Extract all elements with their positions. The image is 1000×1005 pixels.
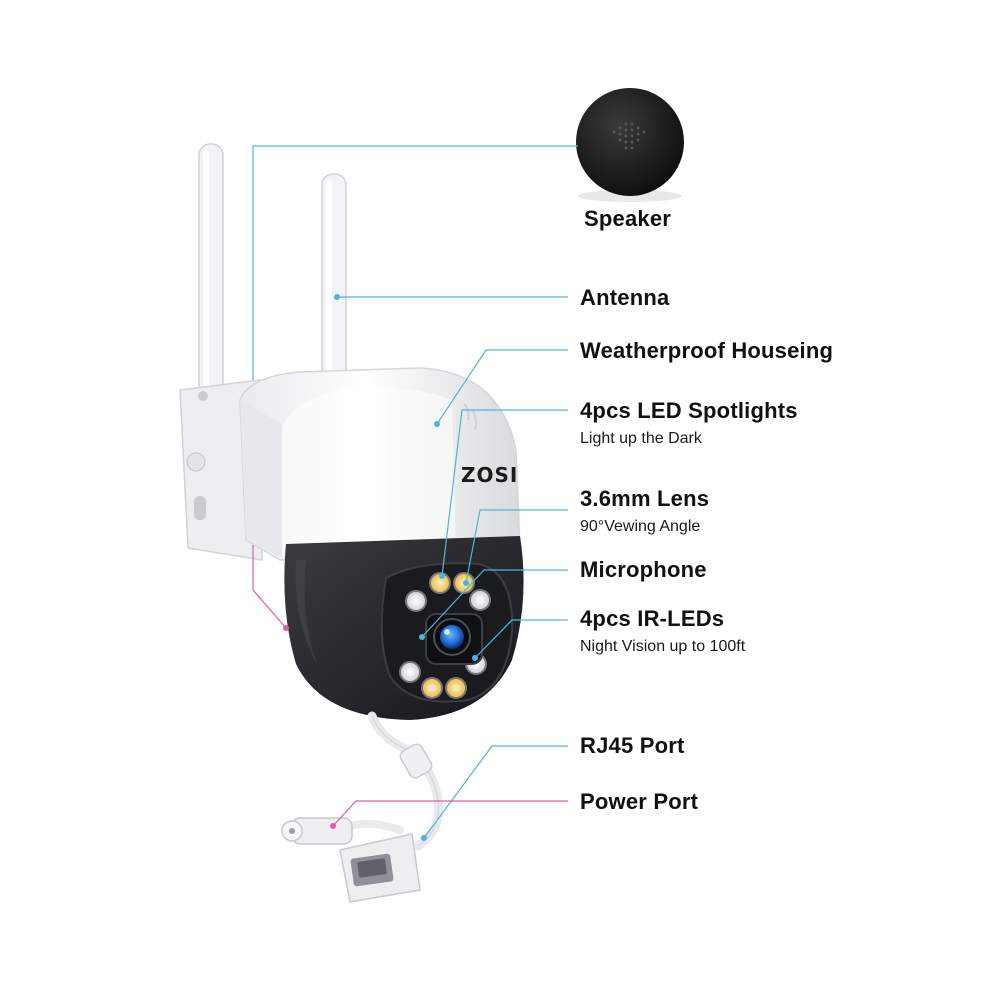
line-spotlights [441, 409, 568, 577]
antenna-left [198, 143, 224, 461]
line-mount [252, 545, 287, 629]
led-spotlight-1 [429, 572, 451, 594]
led-spotlight-4 [445, 677, 467, 699]
led-spotlight-3 [421, 677, 443, 699]
antenna-right [321, 173, 347, 399]
power-port-connector [281, 817, 353, 845]
rj45-port-connector [339, 833, 421, 903]
callout-dots [334, 294, 478, 841]
label-power: Power Port [580, 789, 698, 815]
lens [419, 613, 483, 665]
label-speaker-title: Speaker [584, 206, 672, 231]
cable-assembly [346, 711, 444, 851]
speaker-image [576, 88, 684, 202]
label-antenna-title: Antenna [580, 285, 670, 310]
label-irleds: 4pcs IR-LEDs Night Vision up to 100ft [580, 606, 745, 656]
ir-led-3 [399, 661, 421, 683]
label-spotlights: 4pcs LED Spotlights Light up the Dark [580, 398, 798, 448]
label-irleds-title: 4pcs IR-LEDs [580, 606, 725, 631]
label-rj45-title: RJ45 Port [580, 733, 685, 758]
label-irleds-subtitle: Night Vision up to 100ft [580, 638, 746, 655]
speaker-grille-icon [612, 122, 646, 150]
label-power-title: Power Port [580, 789, 699, 814]
camera-ball [284, 536, 524, 720]
label-lens: 3.6mm Lens 90°Vewing Angle [580, 486, 709, 536]
weatherproof-housing: ZOSI [239, 367, 521, 561]
label-spotlights-title: 4pcs LED Spotlights [580, 398, 798, 423]
line-lens [465, 509, 568, 584]
label-spotlights-subtitle: Light up the Dark [580, 430, 702, 447]
line-power [332, 800, 568, 827]
line-irleds [474, 619, 568, 659]
ir-led-2 [469, 589, 491, 611]
line-speaker [252, 145, 578, 380]
label-microphone-title: Microphone [580, 557, 707, 582]
label-lens-title: 3.6mm Lens [580, 486, 710, 511]
label-rj45: RJ45 Port [580, 733, 685, 759]
label-microphone: Microphone [580, 557, 707, 583]
label-housing: Weatherproof Houseing [580, 338, 833, 364]
label-housing-title: Weatherproof Houseing [580, 338, 834, 363]
line-rj45 [423, 745, 568, 839]
ir-led-1 [405, 590, 427, 612]
label-antenna: Antenna [580, 285, 669, 311]
callout-dots-pink [283, 625, 336, 829]
line-microphone [421, 569, 568, 638]
line-housing [436, 349, 568, 425]
callout-lines-pink [252, 545, 568, 827]
callout-lines-blue [252, 145, 578, 839]
label-lens-subtitle: 90°Vewing Angle [580, 518, 701, 535]
brand-logo: ZOSI [461, 463, 518, 487]
label-speaker: Speaker [584, 206, 671, 232]
